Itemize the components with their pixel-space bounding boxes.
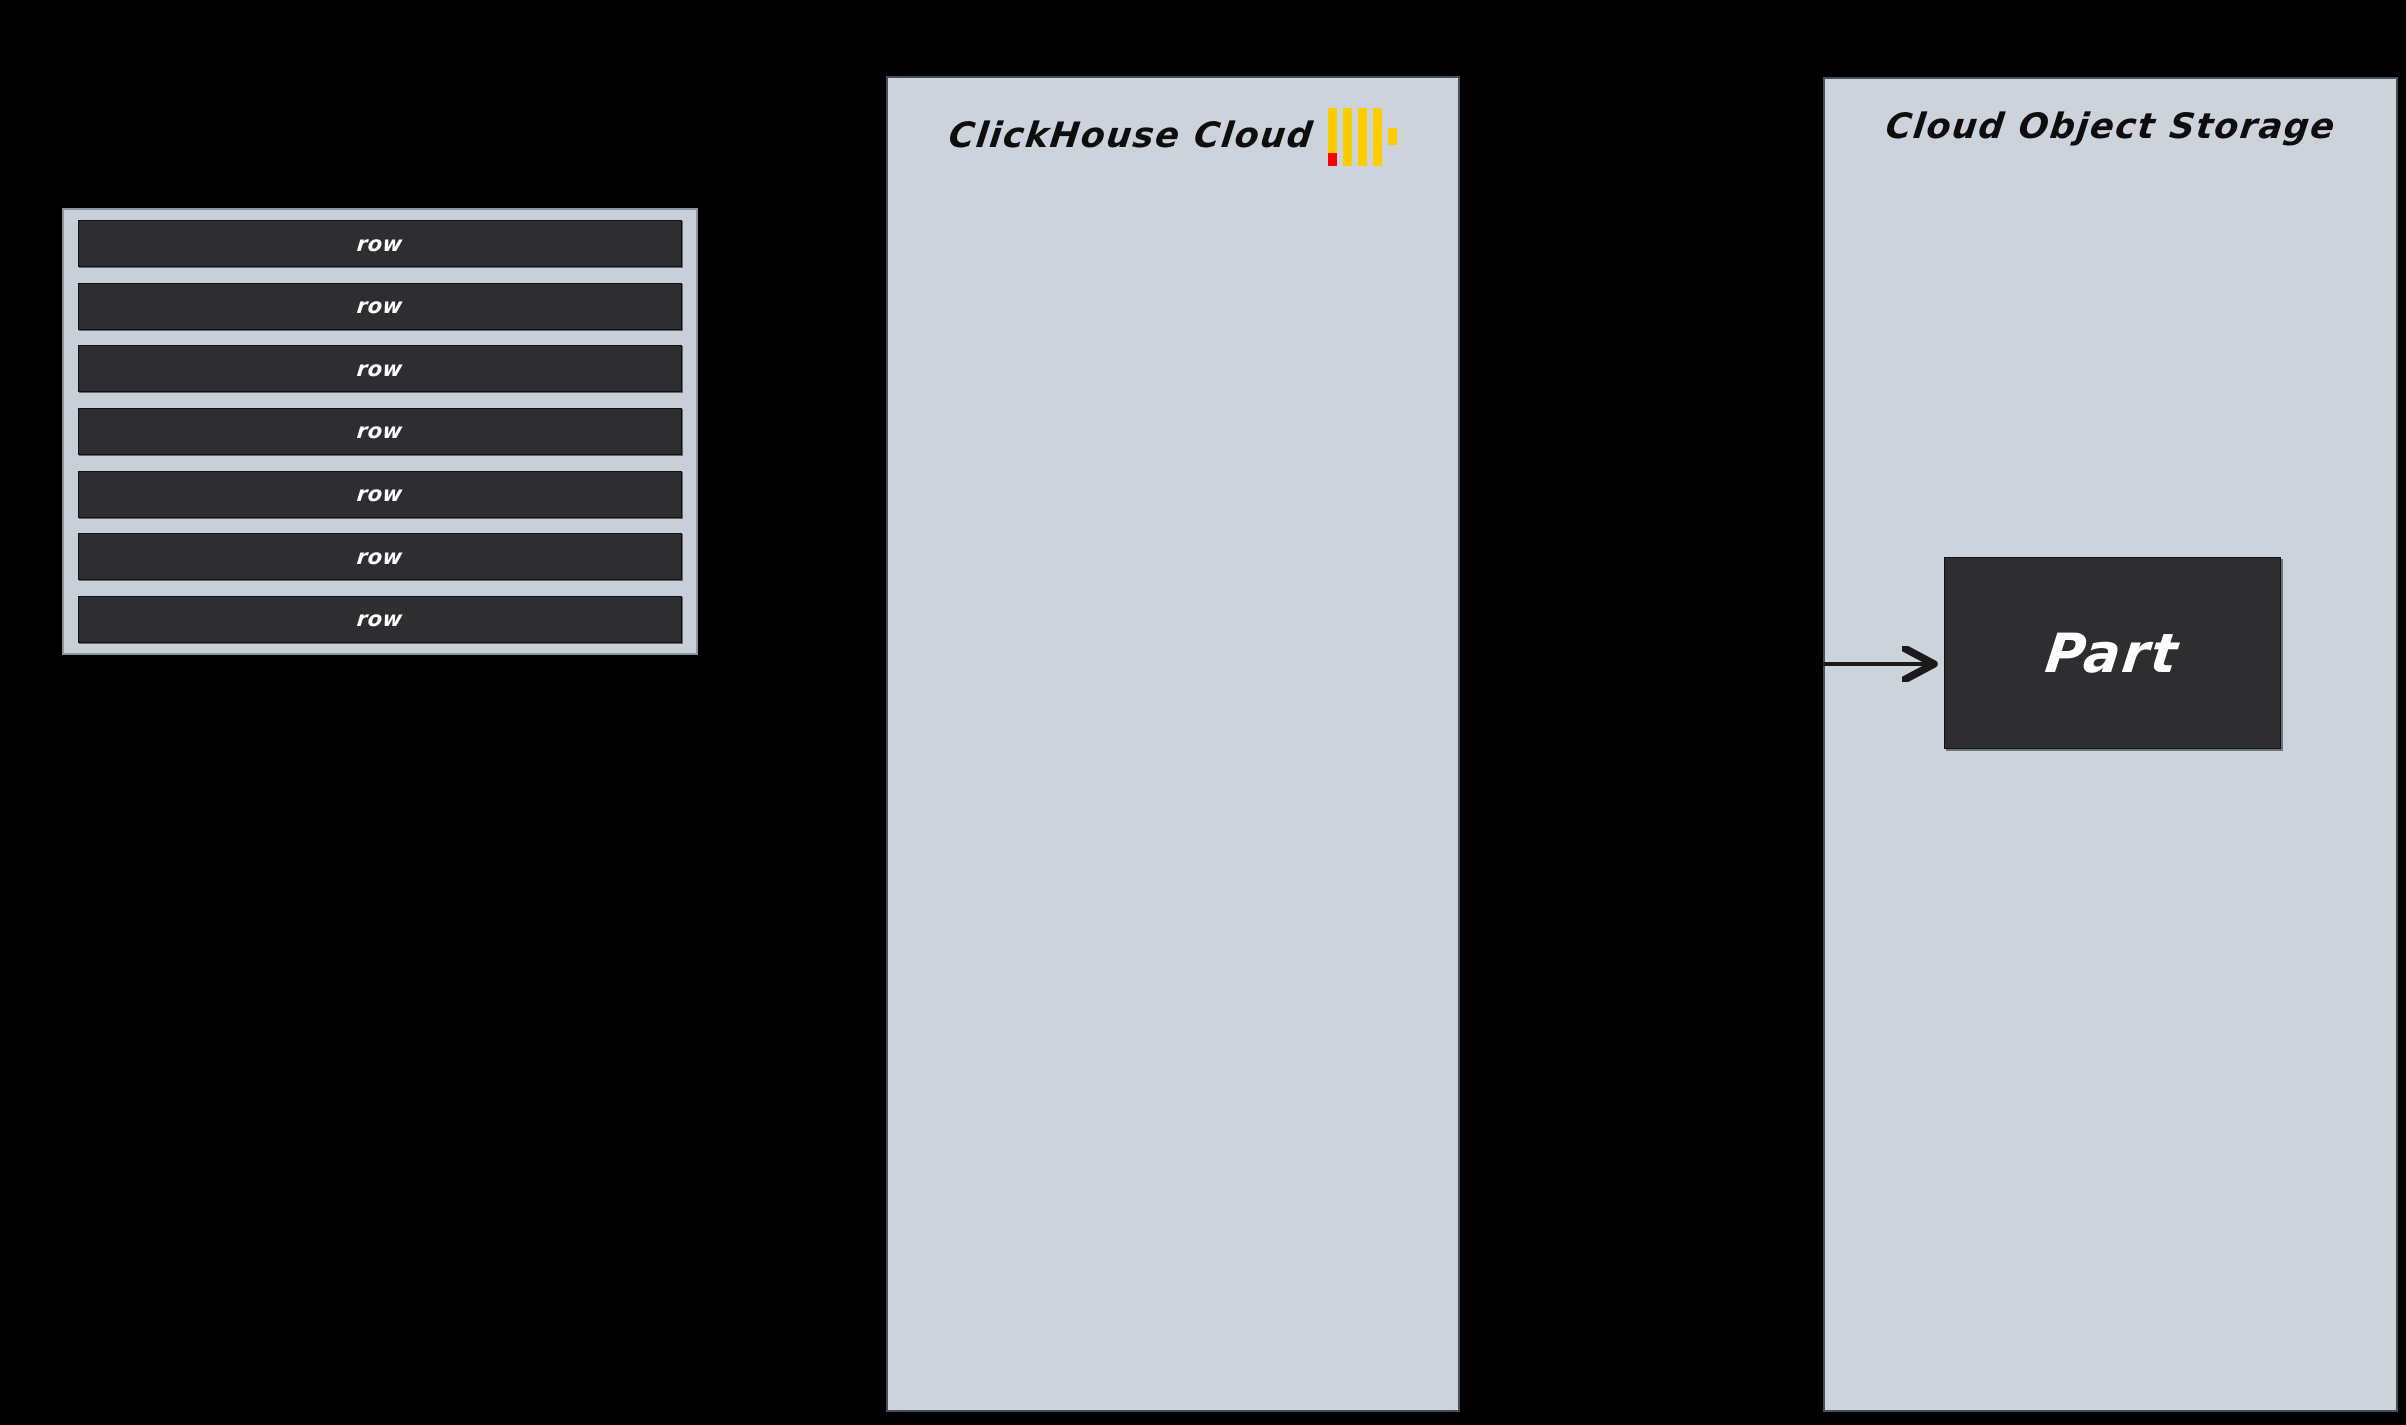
clickhouse-cloud-title: ClickHouse Cloud (888, 106, 1458, 166)
clickhouse-logo-bar-4 (1372, 108, 1382, 166)
table-row-label: row (355, 294, 405, 319)
part-write-arrow (1822, 638, 1948, 690)
clickhouse-logo-dot (1387, 128, 1397, 145)
cloud-object-storage-title-text: Cloud Object Storage (1883, 107, 2338, 147)
table-row[interactable]: row (78, 533, 682, 581)
part-block[interactable]: Part (1944, 557, 2281, 749)
clickhouse-cloud-panel: ClickHouse Cloud (886, 76, 1460, 1412)
clickhouse-logo-bar-1 (1327, 108, 1337, 166)
table-row[interactable]: row (78, 470, 682, 518)
clickhouse-cloud-title-text: ClickHouse Cloud (946, 116, 1317, 156)
table-row-label: row (355, 419, 405, 444)
cloud-object-storage-title: Cloud Object Storage (1825, 107, 2396, 147)
table-row-label: row (355, 607, 405, 632)
table-row[interactable]: row (78, 407, 682, 455)
source-rows-table: row row row row row row row (62, 208, 698, 655)
cloud-object-storage-panel: Cloud Object Storage Part (1823, 77, 2398, 1412)
table-row[interactable]: row (78, 220, 682, 267)
table-row-label: row (355, 482, 405, 507)
clickhouse-logo-icon (1327, 108, 1397, 166)
part-label: Part (2042, 621, 2183, 685)
table-row[interactable]: row (78, 282, 682, 330)
table-row-label: row (355, 231, 405, 256)
clickhouse-logo-bar-2 (1342, 108, 1352, 166)
table-row[interactable]: row (78, 345, 682, 393)
table-row-label: row (355, 356, 405, 381)
clickhouse-logo-bar-3 (1357, 108, 1367, 166)
table-row[interactable]: row (78, 595, 682, 643)
table-row-label: row (355, 544, 405, 569)
